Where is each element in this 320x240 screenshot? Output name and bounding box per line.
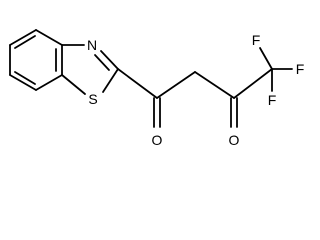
bond-c4-f1 [259, 47, 273, 70]
bond-s-c3a [61, 74, 86, 95]
bond-c2-c1 [117, 68, 158, 99]
atom-sulfur: S [88, 91, 97, 107]
double-bond-c6-c7 [14, 71, 36, 85]
benzene-ring [9, 29, 63, 91]
atom-fluorine-bottom: F [268, 92, 277, 108]
atom-oxygen-ketone-1: O [152, 132, 163, 148]
bond-c7a-c4 [35, 29, 63, 46]
bond-c2-s [102, 68, 119, 93]
bond-c4-c5 [9, 29, 37, 46]
bond-c7-c3a [35, 74, 63, 91]
bond-c6-c7 [9, 74, 37, 91]
bond-ch2-c3 [194, 71, 235, 99]
double-bond-n-c2 [94, 54, 110, 71]
atom-nitrogen: N [87, 37, 97, 53]
atom-oxygen-ketone-2: O [229, 132, 240, 148]
atom-fluorine-top: F [252, 32, 261, 48]
double-bond-c4-c5 [14, 35, 36, 49]
trifluorobutanedione-chain [117, 47, 293, 128]
atom-fluorine-right: F [296, 61, 305, 77]
bond-n-c2 [100, 50, 119, 70]
molecule-structure: N S O O F F F [9, 29, 305, 148]
thiazole-ring [61, 44, 119, 95]
bond-c3-cf3 [233, 68, 273, 99]
bond-c1-ch2 [156, 71, 196, 99]
